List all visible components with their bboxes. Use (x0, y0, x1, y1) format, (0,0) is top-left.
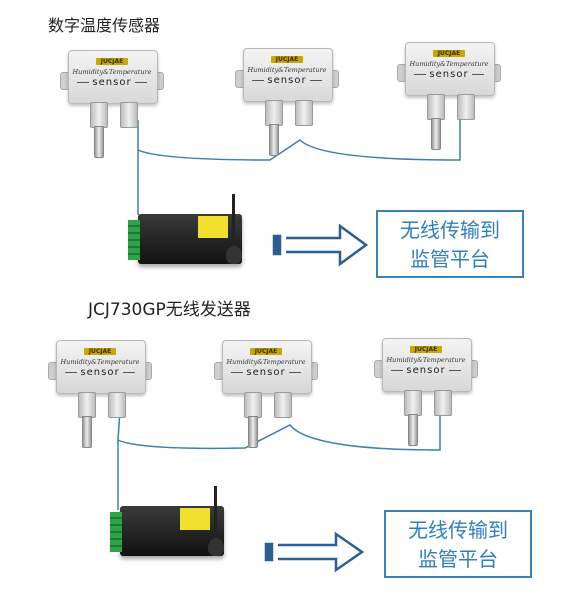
sensor-label: sensor (405, 69, 493, 80)
sensor-label: sensor (56, 367, 144, 378)
sensor-1: JUCJAE Humidity&Temperature sensor (60, 50, 164, 160)
sensor-logo: JUCJAE (433, 50, 465, 57)
platform-line2: 监管平台 (410, 247, 490, 271)
sensor-logo: JUCJAE (271, 56, 303, 63)
sensor-subtitle: Humidity&Temperature (409, 60, 489, 68)
wireless-transmitter-2 (110, 486, 230, 562)
sensor-subtitle: Humidity&Temperature (60, 358, 140, 366)
sensor-subtitle: Humidity&Temperature (247, 66, 327, 74)
top-caption: 数字温度传感器 (48, 16, 161, 35)
wire-group1-bus (137, 118, 461, 161)
antenna-icon (232, 194, 235, 254)
wire-group2-bus (117, 409, 441, 451)
sensor-5: JUCJAE Humidity&Temperature sensor (214, 340, 318, 450)
sensor-2: JUCJAE Humidity&Temperature sensor (235, 48, 339, 158)
platform-line1: 无线传输到 (408, 518, 508, 542)
sensor-subtitle: Humidity&Temperature (72, 68, 152, 76)
sensor-logo: JUCJAE (410, 346, 442, 353)
sender-caption: JCJ730GP无线发送器 (88, 300, 251, 320)
sensor-subtitle: Humidity&Temperature (226, 358, 306, 366)
sensor-subtitle: Humidity&Temperature (386, 356, 466, 364)
platform-line1: 无线传输到 (400, 218, 500, 242)
antenna-icon (214, 486, 217, 546)
sensor-label: sensor (222, 367, 310, 378)
sensor-logo: JUCJAE (96, 58, 128, 65)
sensor-label: sensor (68, 77, 156, 88)
sensor-6: JUCJAE Humidity&Temperature sensor (374, 338, 478, 448)
sensor-label: sensor (243, 75, 331, 86)
arrow-group2 (264, 531, 365, 573)
platform-line2: 监管平台 (418, 547, 498, 571)
sensor-4: JUCJAE Humidity&Temperature sensor (48, 340, 152, 450)
platform-box-1: 无线传输到 监管平台 (376, 210, 524, 278)
sensor-label: sensor (382, 365, 470, 376)
arrow-group1 (272, 223, 369, 267)
sensor-logo: JUCJAE (84, 348, 116, 355)
sensor-3: JUCJAE Humidity&Temperature sensor (397, 42, 501, 152)
sensor-logo: JUCJAE (250, 348, 282, 355)
wireless-transmitter-1 (128, 194, 248, 270)
platform-box-2: 无线传输到 监管平台 (384, 510, 532, 578)
